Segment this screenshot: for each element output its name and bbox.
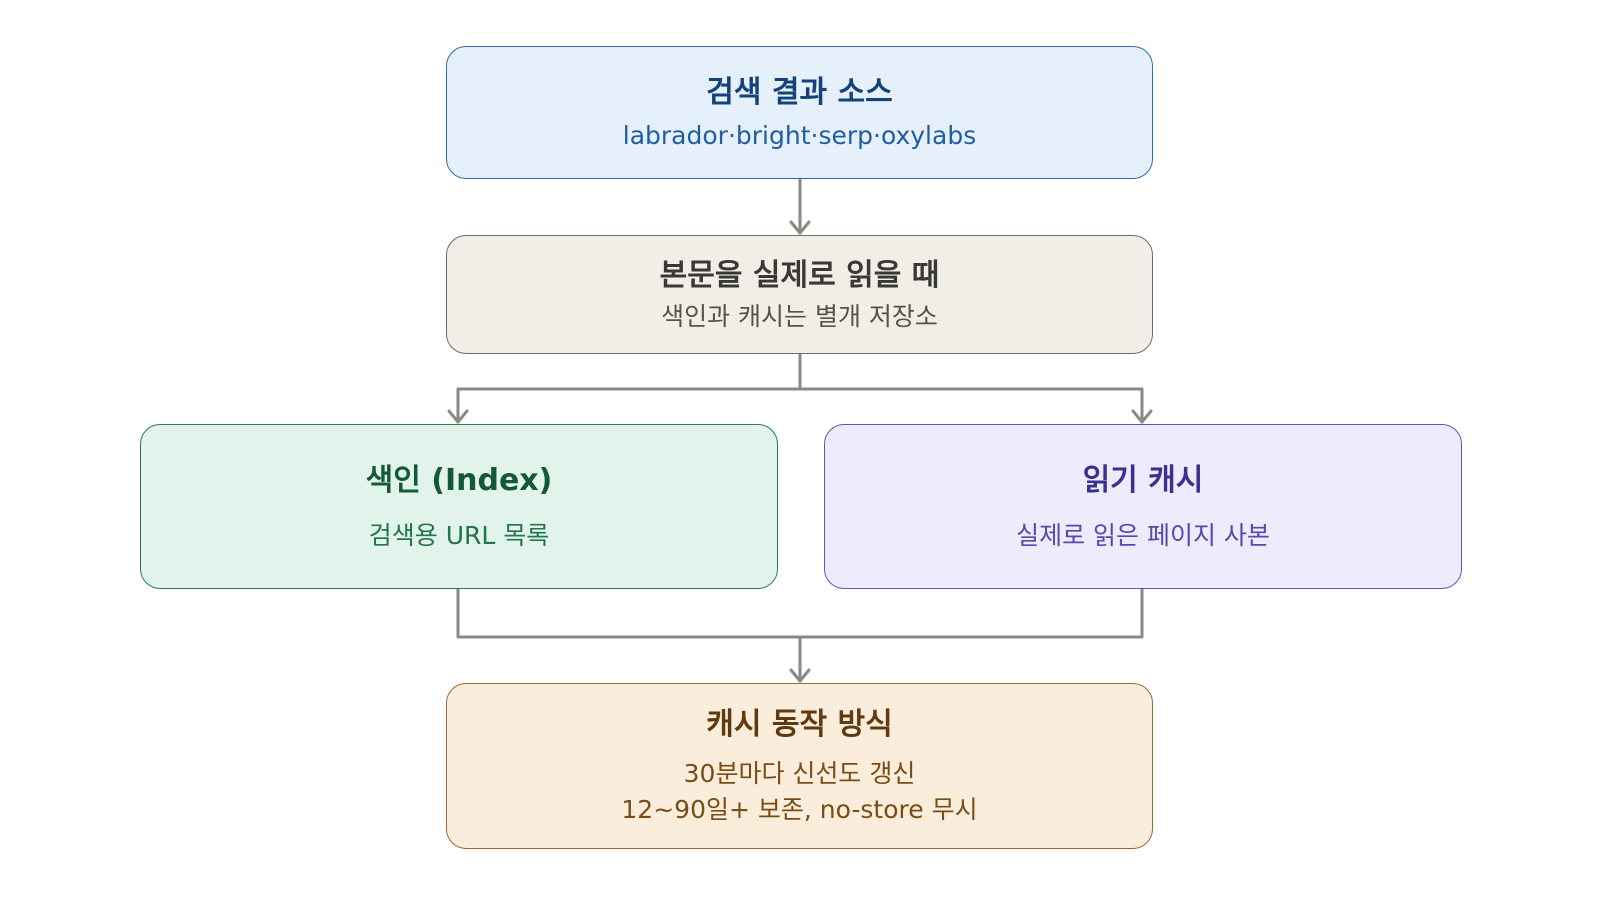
read-detail: 색인과 캐시는 별개 저장소 — [661, 301, 938, 331]
arrowhead-behavior — [789, 668, 811, 683]
behavior-title: 캐시 동작 방식 — [706, 707, 893, 742]
read-node: 본문을 실제로 읽을 때 색인과 캐시는 별개 저장소 — [446, 235, 1153, 354]
index-title: 색인 (Index) — [365, 462, 553, 498]
source-title: 검색 결과 소스 — [706, 74, 893, 110]
connector-read-split — [456, 352, 1144, 424]
behavior-detail-retention: 12~90일+ 보존, no-store 무시 — [621, 795, 978, 824]
behavior-detail-refresh: 30분마다 신선도 갱신 — [683, 759, 916, 788]
read-title: 본문을 실제로 읽을 때 — [659, 257, 940, 293]
index-node: 색인 (Index) 검색용 URL 목록 — [140, 424, 778, 589]
arrowhead-read — [789, 220, 811, 235]
arrowhead-cache — [1131, 409, 1153, 424]
cache-node: 읽기 캐시 실제로 읽은 페이지 사본 — [824, 424, 1462, 589]
source-node: 검색 결과 소스 labrador·bright·serp·oxylabs — [446, 46, 1153, 179]
cache-title: 읽기 캐시 — [1082, 462, 1204, 498]
index-detail: 검색용 URL 목록 — [368, 520, 550, 550]
source-detail: labrador·bright·serp·oxylabs — [622, 120, 977, 150]
cache-detail: 실제로 읽은 페이지 사본 — [1016, 520, 1270, 550]
connector-merge — [456, 587, 1144, 683]
arrowhead-index — [447, 409, 469, 424]
behavior-node: 캐시 동작 방식 30분마다 신선도 갱신 12~90일+ 보존, no-sto… — [446, 683, 1153, 849]
